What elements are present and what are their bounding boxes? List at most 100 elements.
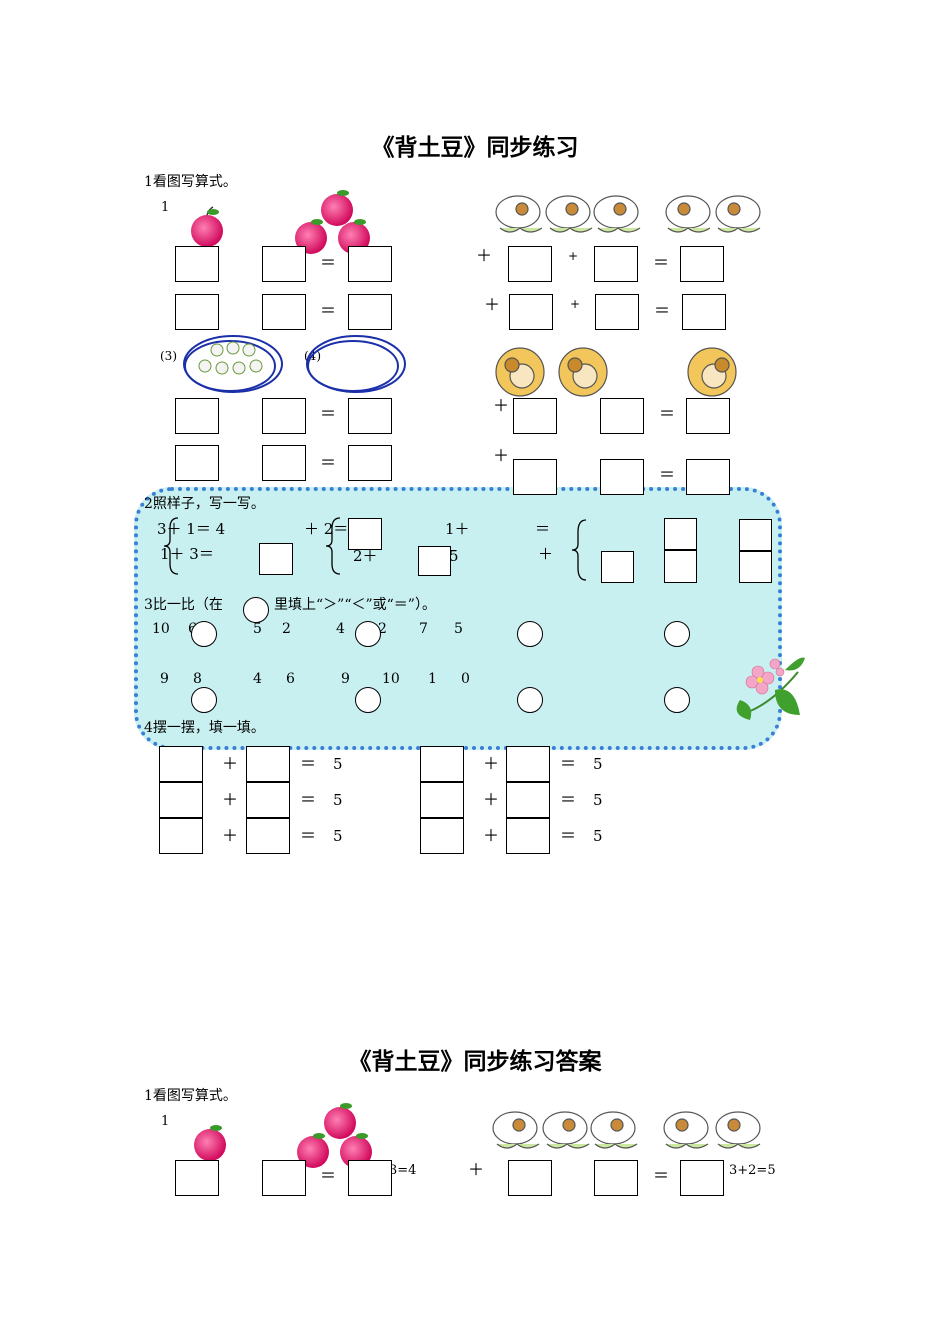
answer-box[interactable]: [348, 398, 392, 434]
section3-heading-tail: 里填上“＞”“＜”或“＝”）。: [274, 597, 436, 613]
answer-box[interactable]: [595, 294, 639, 330]
page-title: 《背土豆》同步练习: [371, 135, 579, 161]
answer-box[interactable]: [508, 246, 552, 282]
equals-sign: ＝: [654, 301, 671, 320]
answer-box[interactable]: [664, 550, 697, 583]
compare-number: 10: [152, 621, 170, 637]
dog-icon: [593, 195, 641, 233]
apple-icon: [324, 1103, 356, 1139]
answer-box[interactable]: [600, 459, 644, 495]
answer-box[interactable]: [159, 782, 203, 818]
section3-heading: 3比一比（在: [144, 597, 223, 613]
answer-box[interactable]: [175, 246, 219, 282]
answer-box[interactable]: [420, 746, 464, 782]
answer-box[interactable]: [506, 818, 550, 854]
answer-box[interactable]: [246, 782, 290, 818]
plate-icon: [306, 335, 406, 393]
answer-box[interactable]: [508, 1160, 552, 1196]
answer-box[interactable]: [420, 818, 464, 854]
answer-box[interactable]: [513, 398, 557, 434]
equals-sign: ＝: [560, 826, 577, 845]
answer-box[interactable]: [175, 1160, 219, 1196]
plus-sign: ＋: [222, 826, 239, 845]
answer-box[interactable]: [664, 518, 697, 550]
flower-icon: [736, 657, 805, 720]
problem-number-1: 1: [161, 200, 170, 215]
answer-box[interactable]: [600, 398, 644, 434]
compare-circle[interactable]: [664, 621, 690, 647]
answer-box[interactable]: [175, 398, 219, 434]
answer-box[interactable]: [175, 294, 219, 330]
compare-number: 1: [428, 671, 437, 687]
plus-sign: ＋: [483, 754, 500, 773]
compare-circle[interactable]: [517, 687, 543, 713]
answer-box[interactable]: [262, 294, 306, 330]
compare-number: 0: [461, 671, 470, 687]
answer-box[interactable]: [159, 746, 203, 782]
compare-number: 9: [341, 671, 350, 687]
answer-box[interactable]: [506, 746, 550, 782]
answer-box[interactable]: [348, 246, 392, 282]
answer-box[interactable]: [175, 445, 219, 481]
sum-value: 5: [593, 791, 603, 809]
answer-box[interactable]: [348, 445, 392, 481]
sum-value: 5: [593, 827, 603, 845]
plus-sign: ＋: [222, 790, 239, 809]
answer-box[interactable]: [594, 1160, 638, 1196]
sum-value: 5: [593, 755, 603, 773]
answer-box[interactable]: [739, 551, 772, 583]
equals-sign: ＝: [659, 404, 676, 423]
sheep-icon: [687, 347, 737, 397]
answer-box[interactable]: [262, 445, 306, 481]
answer-box[interactable]: [418, 546, 451, 576]
answer-box[interactable]: [348, 518, 382, 550]
answer-box[interactable]: [159, 818, 203, 854]
sum-value: 5: [333, 827, 343, 845]
example-line-2: 1＋ 3＝: [160, 545, 214, 563]
brace-shapes: [163, 517, 587, 581]
answer-box[interactable]: [262, 246, 306, 282]
equals-sign: ＝: [560, 790, 577, 809]
compare-circle[interactable]: [355, 687, 381, 713]
dog-icon: [545, 195, 593, 233]
problem-number-3: (3): [160, 349, 177, 363]
answer-box[interactable]: [686, 398, 730, 434]
answer-box[interactable]: [262, 398, 306, 434]
section2-heading: 2照样子，写一写。: [144, 496, 265, 512]
compare-circle[interactable]: [243, 597, 269, 623]
compare-circle[interactable]: [355, 621, 381, 647]
answer-box[interactable]: [246, 746, 290, 782]
apple-icon: [321, 190, 353, 226]
sheep-icon: [495, 347, 545, 397]
answer-box[interactable]: [506, 782, 550, 818]
answer-box[interactable]: [680, 246, 724, 282]
compare-number: 8: [193, 671, 202, 687]
compare-circle[interactable]: [191, 621, 217, 647]
compare-circle[interactable]: [664, 687, 690, 713]
answer-problem-number-1: 1: [161, 1114, 170, 1129]
answer-box[interactable]: [739, 519, 772, 551]
equals-sign: ＝: [320, 301, 337, 320]
answer-box[interactable]: [246, 818, 290, 854]
compare-number: 4: [336, 621, 345, 637]
compare-number: 4: [253, 671, 262, 687]
answer-box[interactable]: [513, 459, 557, 495]
answer-text-1: 3=4: [389, 1163, 417, 1178]
answer-box[interactable]: [601, 551, 634, 583]
answer-box[interactable]: [420, 782, 464, 818]
brace-icon: [163, 517, 179, 575]
answer-box[interactable]: [262, 1160, 306, 1196]
dog-icon: [715, 1111, 761, 1149]
compare-circle[interactable]: [191, 687, 217, 713]
answer-box[interactable]: [686, 459, 730, 495]
answer-box[interactable]: [680, 1160, 724, 1196]
answer-box[interactable]: [509, 294, 553, 330]
exercise4-plus: ＋: [538, 545, 554, 563]
answer-box[interactable]: [348, 1160, 392, 1196]
compare-circle[interactable]: [517, 621, 543, 647]
answer-box[interactable]: [259, 543, 293, 575]
answer-box[interactable]: [348, 294, 392, 330]
answer-box[interactable]: [594, 246, 638, 282]
sheep-illustrations: [495, 347, 737, 397]
answer-box[interactable]: [682, 294, 726, 330]
